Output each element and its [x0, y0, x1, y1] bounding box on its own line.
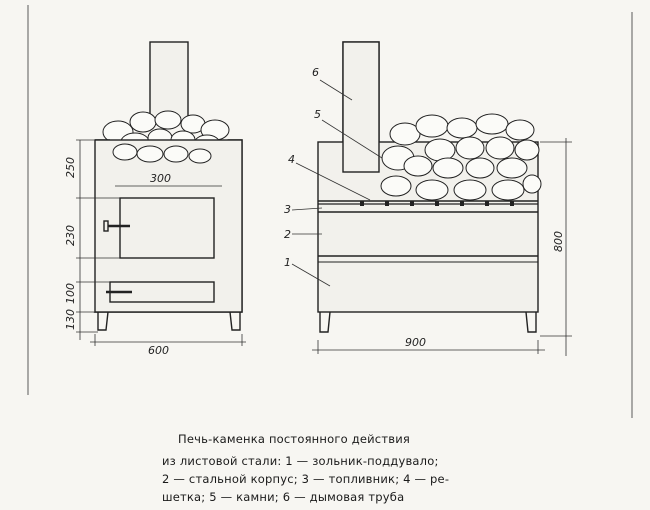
front-stones-top: [112, 143, 212, 164]
front-leg-right: [229, 311, 241, 331]
leader-4: [295, 162, 371, 201]
caption-line-1: из листовой стали: 1 — зольник-поддувало…: [162, 454, 439, 468]
caption-line-2: 2 — стальной корпус; 3 — топливник; 4 — …: [162, 472, 450, 486]
dim-100: 100: [64, 283, 77, 304]
dim-800: 800: [552, 231, 565, 252]
dim-300: 300: [150, 172, 171, 185]
front-chimney: [149, 41, 189, 123]
callout-4: 4: [288, 153, 295, 166]
front-door-latch: [103, 220, 109, 232]
front-fire-door: [119, 197, 215, 259]
callout-3: 3: [284, 203, 291, 216]
dim-250: 250: [64, 157, 77, 178]
caption-title: Печь-каменка постоянного действия: [178, 432, 410, 446]
dim-600: 600: [148, 344, 169, 357]
side-leg-right: [525, 311, 537, 333]
leader-5: [321, 119, 383, 159]
side-chimney-front: [342, 41, 380, 173]
dim-230: 230: [64, 225, 77, 246]
leader-6: [319, 79, 353, 101]
callout-1: 1: [284, 256, 291, 269]
side-leg-left: [319, 311, 331, 333]
front-view: 250 300 230 100 130 600: [64, 41, 246, 357]
side-view: 6 5 4 3 2 1 800 900: [284, 41, 572, 356]
leader-3: [291, 207, 323, 211]
callout-6: 6: [312, 66, 319, 79]
dim-900: 900: [405, 336, 426, 349]
side-grate-teeth: [360, 201, 514, 206]
callout-5: 5: [314, 108, 321, 121]
leader-1: [291, 263, 331, 287]
callout-2: 2: [284, 228, 291, 241]
side-stones: [380, 113, 542, 201]
front-leg-left: [97, 311, 109, 331]
caption-line-3: шетка; 5 — камни; 6 — дымовая труба: [162, 490, 405, 504]
dim-130: 130: [64, 309, 77, 330]
